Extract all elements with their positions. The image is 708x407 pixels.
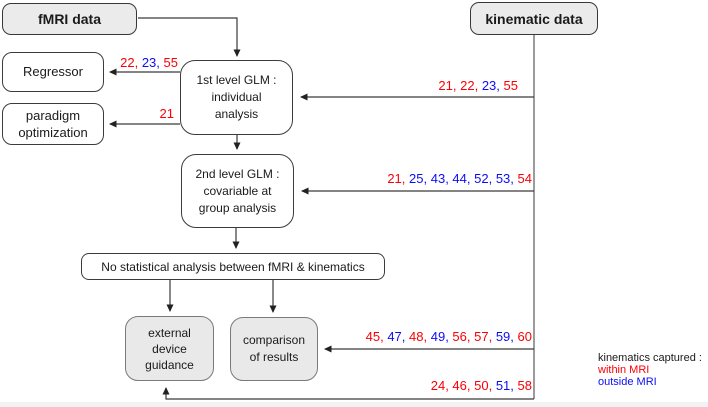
node-label: Regressor <box>23 64 83 79</box>
ref-numbers-to-regressor: 222355 <box>118 55 178 70</box>
node-label: comparison <box>242 333 306 347</box>
node-label: guidance <box>145 357 194 372</box>
ref-number: 58 <box>517 378 532 393</box>
node-label: external <box>148 325 191 340</box>
ref-number: 57 <box>474 329 496 344</box>
ref-number: 60 <box>517 329 532 344</box>
ref-number: 49 <box>431 329 453 344</box>
node-label: kinematic data <box>485 10 583 27</box>
ref-number: 45 <box>366 329 388 344</box>
node-regressor: Regressor <box>2 52 104 92</box>
ref-number: 46 <box>452 378 474 393</box>
ref-number: 22 <box>120 55 142 70</box>
ref-number: 43 <box>431 171 453 186</box>
node-label: device <box>152 341 187 356</box>
ref-number: 47 <box>387 329 409 344</box>
ref-number: 22 <box>460 78 482 93</box>
node-label: analysis <box>214 107 259 121</box>
ref-number: 50 <box>474 378 496 393</box>
ref-numbers-to-glm1: 21222355 <box>398 78 518 93</box>
node-external-device-guidance: external device guidance <box>125 316 214 381</box>
figure-bottom-edge <box>0 402 708 407</box>
node-comparison-of-results: comparison of results <box>230 317 318 381</box>
legend-item-within-mri: within MRI <box>598 364 650 376</box>
node-label: 1st level GLM : <box>196 73 277 87</box>
node-kinematic-data: kinematic data <box>470 2 598 35</box>
node-label: of results <box>249 350 299 364</box>
node-2nd-level-glm: 2nd level GLM : covariable at group anal… <box>181 154 294 228</box>
ref-numbers-to-glm2: 21254344525354 <box>378 171 532 186</box>
ref-number: 51 <box>496 378 518 393</box>
ref-number: 21 <box>159 106 174 121</box>
node-label: group analysis <box>198 200 277 215</box>
ref-number: 55 <box>503 78 518 93</box>
node-fmri-data: fMRI data <box>2 3 137 35</box>
node-no-statistical-analysis: No statistical analysis between fMRI & k… <box>81 253 385 280</box>
ref-number: 52 <box>474 171 496 186</box>
node-label: 2nd level GLM : <box>195 166 280 181</box>
ref-number: 53 <box>496 171 518 186</box>
node-label: individual <box>211 90 262 104</box>
ref-number: 44 <box>452 171 474 186</box>
ref-number: 54 <box>517 171 532 186</box>
connector-fmri-to-glm1 <box>138 17 241 57</box>
legend: kinematics captured : within MRI outside… <box>598 352 702 388</box>
node-label: optimization <box>18 125 88 140</box>
legend-item-outside-mri: outside MRI <box>598 376 657 388</box>
ref-number: 21 <box>438 78 460 93</box>
ref-number: 21 <box>387 171 409 186</box>
ref-number: 25 <box>409 171 431 186</box>
node-paradigm-optimization: paradigm optimization <box>2 103 104 145</box>
node-label: paradigm <box>25 108 81 123</box>
ref-number: 23 <box>482 78 504 93</box>
ref-numbers-to-external: 2446505158 <box>408 378 532 393</box>
node-label: fMRI data <box>38 11 101 27</box>
node-1st-level-glm: 1st level GLM : individual analysis <box>180 60 293 135</box>
ref-numbers-to-paradigm: 21 <box>148 106 174 121</box>
node-label: covariable at <box>203 183 272 198</box>
ref-number: 59 <box>496 329 518 344</box>
ref-number: 55 <box>163 55 178 70</box>
ref-number: 23 <box>142 55 164 70</box>
ref-number: 56 <box>452 329 474 344</box>
ref-numbers-to-comparison: 4547484956575960 <box>328 329 532 344</box>
ref-number: 48 <box>409 329 431 344</box>
connector-kinematic-to-external <box>162 387 534 400</box>
node-label: No statistical analysis between fMRI & k… <box>101 259 365 274</box>
ref-number: 24 <box>431 378 453 393</box>
legend-title: kinematics captured : <box>598 352 702 364</box>
